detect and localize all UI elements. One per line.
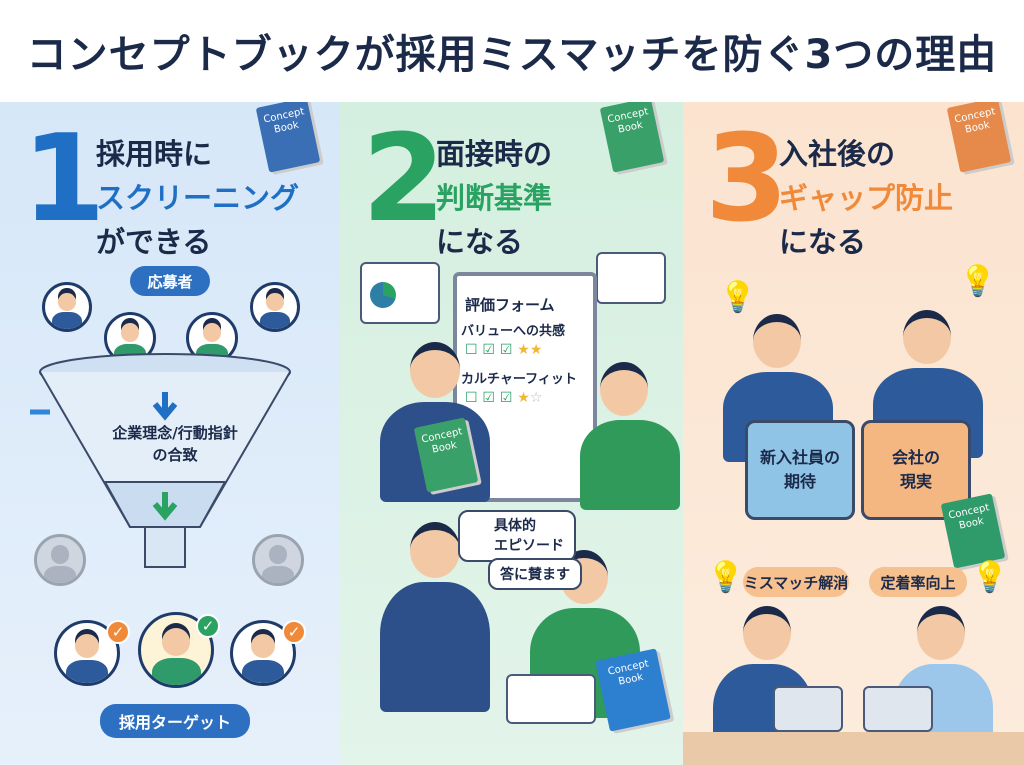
panel-screening: 1 採用時に スクリーニング ができる Concept Book 応募者 企業理…	[0, 102, 340, 765]
bar-chart-card	[506, 674, 596, 724]
panel-gap-prevention: 3 入社後の ギャップ防止 になる Concept Book 💡 💡 新入社員の…	[683, 102, 1024, 765]
speech-bubble: 答に賛ます	[488, 558, 582, 590]
panel-number: 1	[22, 110, 106, 249]
target-label: 採用ターゲット	[100, 704, 250, 738]
funnel-label: 企業理念/行動指針 の合致	[112, 424, 238, 464]
target-avatar	[230, 620, 296, 686]
panel-heading: 入社後の ギャップ防止 になる	[779, 137, 954, 259]
applicant-avatar	[42, 282, 92, 332]
lightbulb-icon: 💡	[707, 560, 745, 595]
check-icon: ✓	[282, 620, 306, 644]
rejected-avatar	[34, 534, 86, 586]
panel-heading: 面接時の 判断基準 になる	[436, 137, 553, 259]
mismatch-resolved-tag: ミスマッチ解消	[743, 567, 849, 597]
concept-book-icon: Concept Book	[599, 102, 665, 173]
page-title: コンセプトブックが採用ミスマッチを防ぐ3つの理由	[26, 32, 998, 78]
panel-criteria: 2 面接時の 判断基準 になる Concept Book 評価フォーム バリュー…	[340, 102, 683, 765]
bar-chart-card	[596, 252, 666, 304]
funnel-icon	[30, 353, 291, 568]
laptop-icon	[863, 686, 933, 732]
check-icon: ✓	[196, 614, 220, 638]
retention-up-tag: 定着率向上	[869, 567, 967, 597]
rating-row: ☐ ☑ ☑ ★★	[465, 342, 543, 358]
applicants-label: 応募者	[130, 266, 210, 296]
panel-heading: 採用時に スクリーニング ができる	[96, 137, 300, 259]
concept-book-icon: Concept Book	[940, 493, 1006, 569]
panel-number: 2	[362, 110, 446, 249]
applicant-avatar	[250, 282, 300, 332]
lightbulb-icon: 💡	[719, 280, 757, 315]
rejected-avatar	[252, 534, 304, 586]
speech-bubble: 具体的 エピソード	[458, 510, 576, 562]
check-icon: ✓	[106, 620, 130, 644]
rating-row: ☐ ☑ ☑ ★☆	[465, 390, 543, 406]
lightbulb-icon: 💡	[971, 560, 1009, 595]
panel-number: 3	[705, 110, 789, 249]
puzzle-piece-expectation: 新入社員の 期待	[745, 420, 855, 520]
pie-chart-card	[360, 262, 440, 324]
laptop-icon	[773, 686, 843, 732]
lightbulb-icon: 💡	[959, 264, 997, 299]
desk	[683, 732, 1024, 765]
concept-book-icon: Concept Book	[595, 648, 671, 732]
concept-book-icon: Concept Book	[946, 102, 1012, 173]
